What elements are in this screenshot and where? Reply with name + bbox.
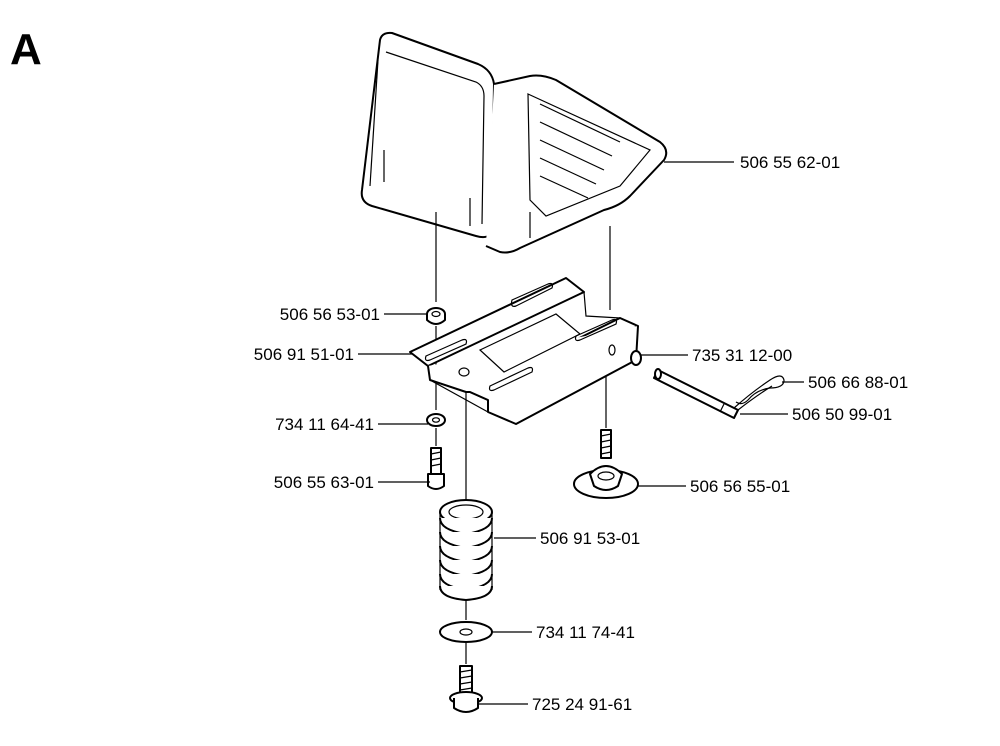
leader-lines (358, 161, 804, 705)
section-letter: A (10, 25, 42, 74)
label-washer-large: 734 11 74-41 (536, 623, 635, 642)
spring-drawing (439, 499, 493, 601)
label-screw-flange: 725 24 91-61 (532, 695, 632, 714)
label-spring: 506 91 53-01 (540, 529, 640, 548)
label-washer-small: 734 11 64-41 (275, 415, 374, 434)
washer-large-drawing (439, 621, 493, 643)
label-bolt-short: 506 55 63-01 (274, 473, 374, 492)
knob-drawing (573, 429, 639, 499)
slide-bracket-drawing (409, 277, 639, 425)
label-knob: 506 56 55-01 (690, 477, 790, 496)
label-seat: 506 55 62-01 (740, 153, 840, 172)
label-slide-bracket: 506 91 51-01 (254, 345, 354, 364)
label-hair-clip: 506 66 88-01 (808, 373, 908, 392)
bushing-drawing (426, 307, 446, 325)
bolt-short-drawing (427, 447, 445, 490)
label-bushing: 506 56 53-01 (280, 305, 380, 324)
label-pin: 506 50 99-01 (792, 405, 892, 424)
pin-drawing (653, 368, 739, 419)
screw-flange-drawing (449, 665, 483, 713)
washer-small-drawing (426, 413, 446, 427)
seat-drawing (360, 31, 668, 254)
hair-clip-drawing (733, 375, 785, 411)
washer-pin-drawing (630, 350, 642, 366)
label-washer-pin: 735 31 12-00 (692, 346, 792, 365)
